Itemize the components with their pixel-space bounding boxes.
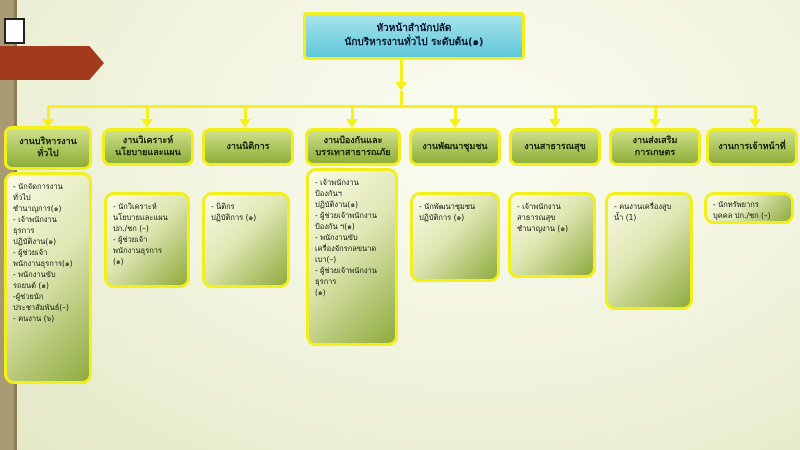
title-pennant-shape bbox=[0, 46, 104, 80]
connector-arrow bbox=[42, 119, 54, 128]
unit-header-public-health: งานสาธารณสุข bbox=[509, 128, 601, 166]
connector-arrow bbox=[239, 119, 251, 128]
connector-arrow-top bbox=[395, 82, 407, 91]
connector-arrow bbox=[749, 119, 761, 128]
top-position-title: หัวหน้าสำนักปลัด bbox=[376, 23, 452, 34]
connector-drop bbox=[47, 106, 50, 120]
connector-drop bbox=[351, 106, 354, 120]
top-position-subtitle: นักบริหารงานทั่วไป ระดับต้น(๑) bbox=[344, 37, 484, 48]
unit-staff-list: - คนงานเครื่องสูบ น้ำ (1) bbox=[614, 202, 672, 222]
connector-arrow bbox=[549, 119, 561, 128]
unit-staff-box-public-health: - เจ้าพนักงาน สาธารณสุข ชำนาญงาน (๑) bbox=[508, 192, 596, 278]
unit-staff-box-community-development: - นักพัฒนาชุมชน ปฏิบัติการ (๑) bbox=[410, 192, 500, 282]
top-position-box: หัวหน้าสำนักปลัด นักบริหารงานทั่วไป ระดั… bbox=[303, 12, 525, 60]
connector-arrow bbox=[649, 119, 661, 128]
unit-header-agriculture: งานส่งเสริม การเกษตร bbox=[609, 128, 701, 166]
connector-drop bbox=[554, 106, 557, 120]
unit-header-personnel: งานการเจ้าหน้าที่ bbox=[706, 128, 798, 166]
connector-arrow bbox=[449, 119, 461, 128]
connector-arrow bbox=[346, 119, 358, 128]
unit-staff-box-personnel: - นักทรัพยากร บุคคล ปก./ชก (–) bbox=[704, 192, 794, 224]
connector-drop bbox=[244, 106, 247, 120]
connector-arrow bbox=[141, 119, 153, 128]
unit-header-label: งานพัฒนาชุมชน bbox=[422, 142, 488, 152]
unit-staff-box-disaster-prevention: - เจ้าพนักงาน ป้องกันฯ ปฏิบัติงาน(๑) - ผ… bbox=[306, 168, 398, 346]
connector-drop bbox=[146, 106, 149, 120]
unit-staff-box-agriculture: - คนงานเครื่องสูบ น้ำ (1) bbox=[605, 192, 693, 310]
unit-header-label: งานวิเคราะห์ นโยบายและแผน bbox=[115, 136, 181, 158]
corner-placeholder-box bbox=[4, 18, 25, 44]
unit-staff-box-legal: - นิติกร ปฏิบัติการ (๑) bbox=[202, 192, 290, 288]
connector-drop bbox=[654, 106, 657, 120]
unit-header-label: งานบริหารงาน ทั่วไป bbox=[19, 137, 77, 159]
connector-drop bbox=[754, 106, 757, 120]
connector-bus-feed bbox=[400, 91, 403, 107]
unit-staff-list: - นิติกร ปฏิบัติการ (๑) bbox=[211, 202, 257, 222]
unit-staff-list: - เจ้าพนักงาน สาธารณสุข ชำนาญงาน (๑) bbox=[517, 202, 569, 233]
unit-header-label: งานป้องกันและ บรรเทาสาธารณภัย bbox=[315, 136, 391, 158]
connector-top-vertical bbox=[400, 57, 403, 83]
unit-staff-list: - เจ้าพนักงาน ป้องกันฯ ปฏิบัติงาน(๑) - ผ… bbox=[315, 178, 377, 297]
unit-staff-list: - นักทรัพยากร บุคคล ปก./ชก (–) bbox=[713, 200, 771, 220]
unit-header-label: งานส่งเสริม การเกษตร bbox=[632, 136, 678, 158]
connector-drop bbox=[454, 106, 457, 120]
unit-header-label: งานการเจ้าหน้าที่ bbox=[718, 142, 786, 152]
unit-header-policy-planning: งานวิเคราะห์ นโยบายและแผน bbox=[102, 128, 194, 166]
unit-header-legal: งานนิติการ bbox=[202, 128, 294, 166]
unit-staff-box-policy-planning: - นักวิเคราะห์ นโยบายและแผน ปก./ชก (–) -… bbox=[104, 192, 190, 288]
unit-staff-list: - นักจัดการงาน ทั่วไป ชำนาญการ(๑) - เจ้า… bbox=[13, 182, 73, 323]
unit-staff-list: - นักพัฒนาชุมชน ปฏิบัติการ (๑) bbox=[419, 202, 476, 222]
unit-header-community-development: งานพัฒนาชุมชน bbox=[409, 128, 501, 166]
unit-header-disaster-prevention: งานป้องกันและ บรรเทาสาธารณภัย bbox=[305, 128, 401, 166]
unit-header-label: งานสาธารณสุข bbox=[524, 142, 586, 152]
unit-header-label: งานนิติการ bbox=[226, 142, 270, 152]
unit-staff-list: - นักวิเคราะห์ นโยบายและแผน ปก./ชก (–) -… bbox=[113, 202, 168, 266]
unit-header-general-admin: งานบริหารงาน ทั่วไป bbox=[4, 126, 92, 170]
unit-staff-box-general-admin: - นักจัดการงาน ทั่วไป ชำนาญการ(๑) - เจ้า… bbox=[4, 172, 92, 384]
